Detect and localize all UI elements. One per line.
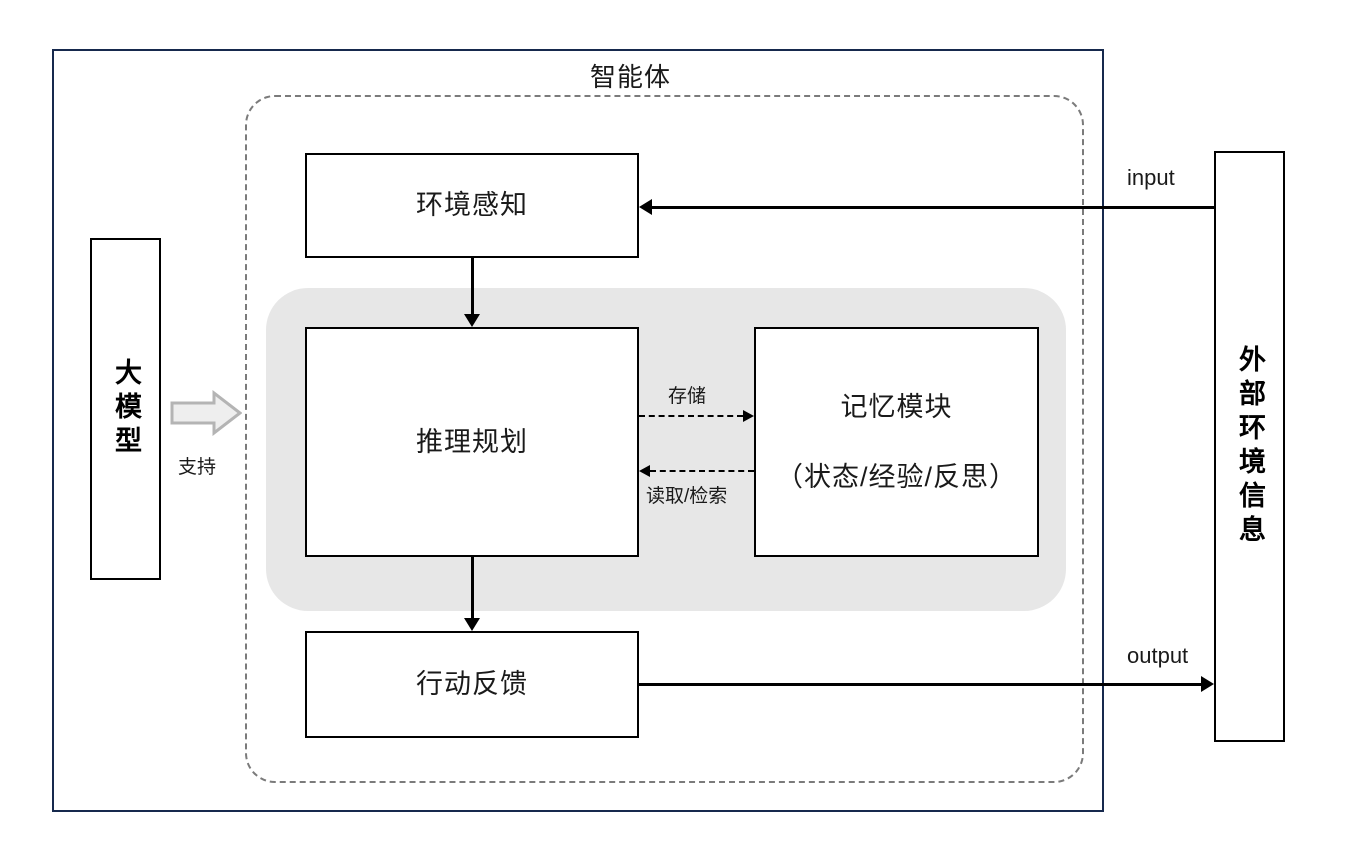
node-perception-label: 环境感知 [416,190,528,221]
edge-read-arrowhead [639,465,650,477]
edge-reasoning-to-action-arrowhead [464,618,480,631]
edge-perception-to-reasoning-arrowhead [464,314,480,327]
edge-label-output: output [1127,643,1189,668]
edge-label-store: 存储 [668,386,707,407]
edge-input-line [650,206,1214,209]
node-environment[interactable]: 外部环境信息 [1214,151,1285,742]
node-memory-title: 记忆模块 [840,391,953,422]
node-action-label: 行动反馈 [416,669,528,700]
edge-label-read-retrieve: 读取/检索 [646,486,728,507]
node-action[interactable]: 行动反馈 [305,631,639,738]
edge-store-arrowhead [743,410,754,422]
node-memory-subtitle: （状态/经验/反思） [775,462,1017,492]
support-block-arrow-icon [170,390,242,436]
edge-label-input: input [1127,165,1175,190]
node-reasoning-label: 推理规划 [416,426,528,457]
node-llm-label: 大模型 [111,358,141,460]
edge-reasoning-to-action-line [471,557,474,620]
edge-store-line [639,415,743,417]
node-llm[interactable]: 大模型 [90,238,161,580]
edge-label-support: 支持 [178,457,217,478]
agent-title: 智能体 [590,62,672,92]
edge-output-arrowhead [1201,676,1214,692]
node-memory[interactable]: 记忆模块 （状态/经验/反思） [754,327,1039,557]
node-environment-label: 外部环境信息 [1235,344,1265,549]
edge-read-line [650,470,754,472]
node-perception[interactable]: 环境感知 [305,153,639,258]
edge-input-arrowhead [639,199,652,215]
agent-boundary [245,95,1084,783]
edge-perception-to-reasoning-line [471,258,474,316]
node-reasoning[interactable]: 推理规划 [305,327,639,557]
outer-system-frame [52,49,1104,812]
edge-output-line [639,683,1203,686]
